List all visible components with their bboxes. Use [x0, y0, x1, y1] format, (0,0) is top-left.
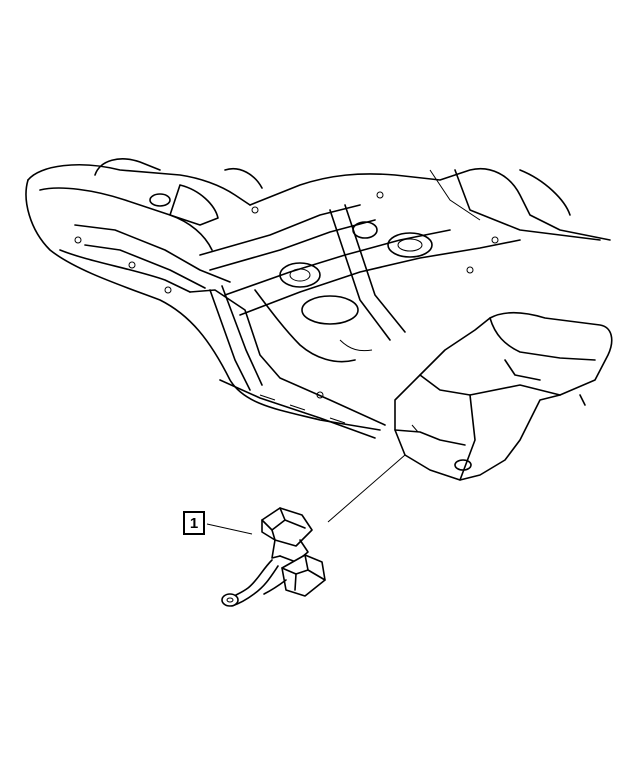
- callout-leader: [206, 523, 253, 535]
- callout-1: 1: [183, 511, 205, 535]
- wiring-connector-assembly: [221, 507, 326, 607]
- leader-line: [327, 454, 406, 523]
- underbody-floor-pan: [25, 158, 611, 439]
- fuel-tank: [394, 311, 613, 481]
